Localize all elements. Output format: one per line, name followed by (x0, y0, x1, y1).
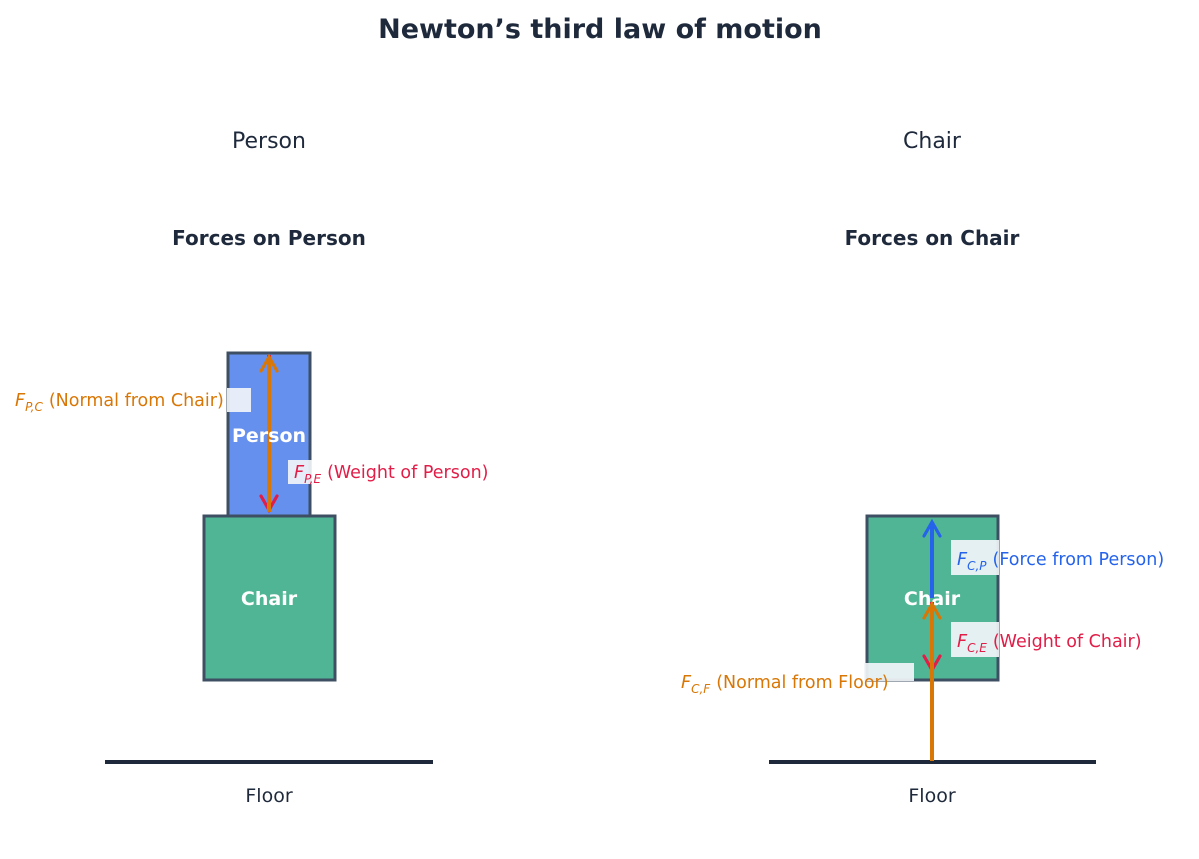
label-bg (951, 622, 999, 657)
diagram-title: Newton’s third law of motion (378, 14, 822, 45)
person-box-label: Person (232, 425, 306, 447)
chair-box-label: Chair (904, 588, 961, 610)
force-label-normal-from-floor: FC,F(Normal from Floor) (681, 673, 889, 696)
floor-label: Floor (908, 785, 955, 807)
right-panel: Chair Forces on Chair Chair Floor FC,P(F… (681, 129, 1164, 807)
panel-subtitle: Forces on Chair (845, 226, 1020, 250)
chair-box (202, 514, 337, 682)
panel-subtitle: Forces on Person (172, 226, 366, 250)
left-panel: Person Forces on Person Chair Floor Pers… (15, 129, 489, 807)
chair-box-label: Chair (241, 588, 298, 610)
force-label-weight-of-chair: FC,E(Weight of Chair) (957, 632, 1142, 655)
panel-title: Person (232, 129, 306, 154)
force-label-weight-of-person: FP,E(Weight of Person) (294, 463, 489, 486)
force-label-normal-from-chair: FP,C(Normal from Chair) (15, 391, 224, 414)
label-bg (227, 388, 251, 412)
label-bg (864, 663, 914, 681)
floor-label: Floor (245, 785, 292, 807)
force-label-force-from-person: FC,P(Force from Person) (957, 550, 1164, 573)
panel-title: Chair (903, 129, 962, 154)
label-bg (288, 460, 312, 484)
label-bg (951, 540, 999, 575)
